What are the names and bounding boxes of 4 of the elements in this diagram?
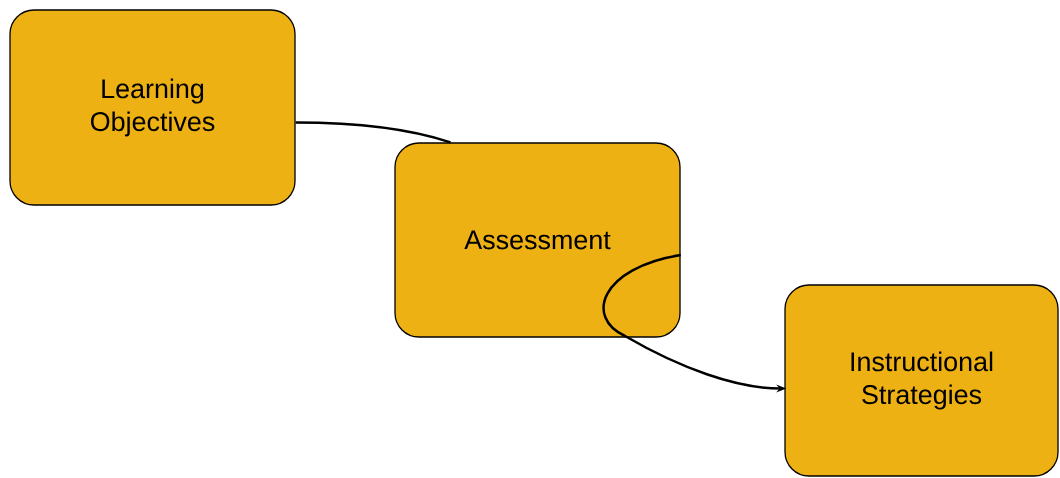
process-box: Assessment — [394, 142, 681, 338]
connector — [295, 121, 451, 144]
process-box: Learning Objectives — [9, 9, 296, 206]
process-box: Instructional Strategies — [784, 284, 1059, 477]
